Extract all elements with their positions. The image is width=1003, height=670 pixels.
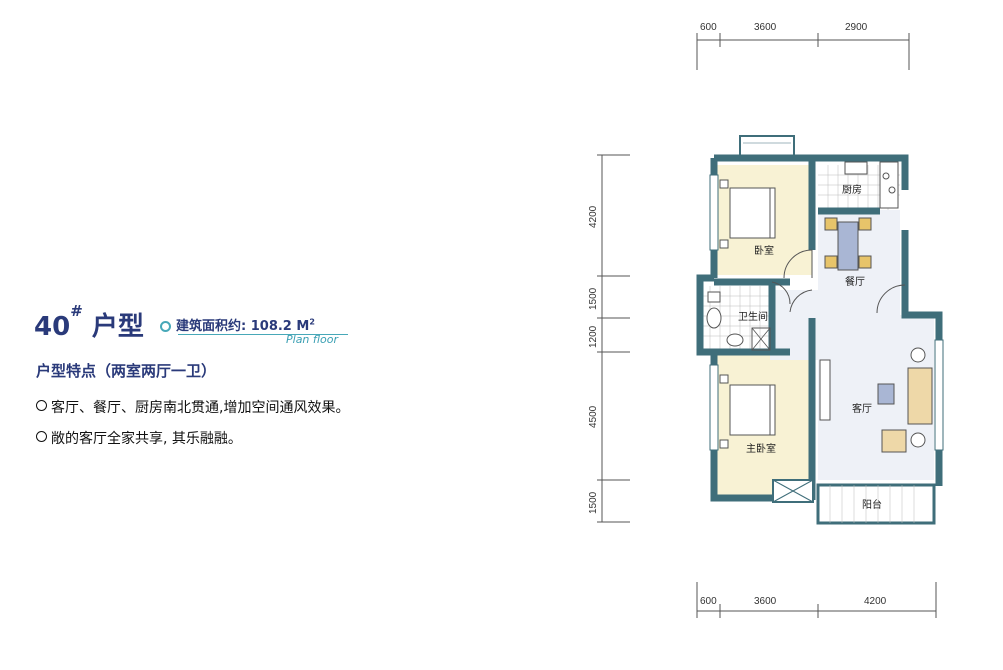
dim-bottom-1: 600 [700,596,717,607]
dim-bottom-3: 4200 [864,596,887,607]
left-dimensions [597,154,630,523]
features-title: 户型特点（两室两厅一卫） [36,362,217,380]
dim-bottom-2: 3600 [754,596,777,607]
dim-left-4: 4500 [588,405,599,428]
unit-number: 40 [34,312,71,342]
shower-area [751,327,771,351]
area-underline [178,334,348,335]
room-label-bathroom: 卫生间 [738,310,768,323]
dim-top-1: 600 [700,22,717,33]
top-dimensions [696,33,910,70]
bathroom-fixtures [706,291,744,347]
room-label-kitchen: 厨房 [842,183,862,196]
feature-text: 敞的客厅全家共享, 其乐融融。 [51,431,242,447]
balcony-area [816,483,936,525]
dim-top-3: 2900 [845,22,868,33]
dim-top-2: 3600 [754,22,777,33]
unit-title: 40# 户型 [34,302,144,343]
bullet-dot-icon [160,321,171,332]
dining-set [824,217,872,271]
dim-left-5: 1500 [588,491,599,514]
feature-text: 客厅、餐厅、厨房南北贯通,增加空间通风效果。 [51,400,350,416]
circle-bullet-icon [36,431,47,442]
room-label-balcony: 阳台 [862,498,882,511]
windows [709,174,944,451]
area-info: 建筑面积约: 108.2 M2 [160,315,315,334]
doors [771,249,906,314]
unit-mark: # [70,302,83,320]
feature-item: 敞的客厅全家共享, 其乐融融。 [36,428,242,448]
dim-left-2: 1500 [588,287,599,310]
living-furniture [819,347,933,453]
room-label-bedroom: 卧室 [754,244,774,257]
area-unit-sup: 2 [309,317,315,327]
kitchen-fixtures [844,161,899,209]
bedroom-furniture [719,179,776,449]
room-label-living: 客厅 [852,402,872,415]
dim-left-3: 1200 [588,325,599,348]
area-text: 建筑面积约: 108.2 M [176,319,310,334]
room-label-master-bedroom: 主卧室 [746,442,776,455]
feature-item: 客厅、餐厅、厨房南北贯通,增加空间通风效果。 [36,397,349,417]
dim-left-1: 4200 [588,205,599,228]
circle-bullet-icon [36,400,47,411]
room-label-dining: 餐厅 [845,275,865,288]
unit-label: 户型 [91,312,144,342]
plan-floor-label: Plan floor [286,333,338,346]
bottom-dimensions [696,582,937,618]
